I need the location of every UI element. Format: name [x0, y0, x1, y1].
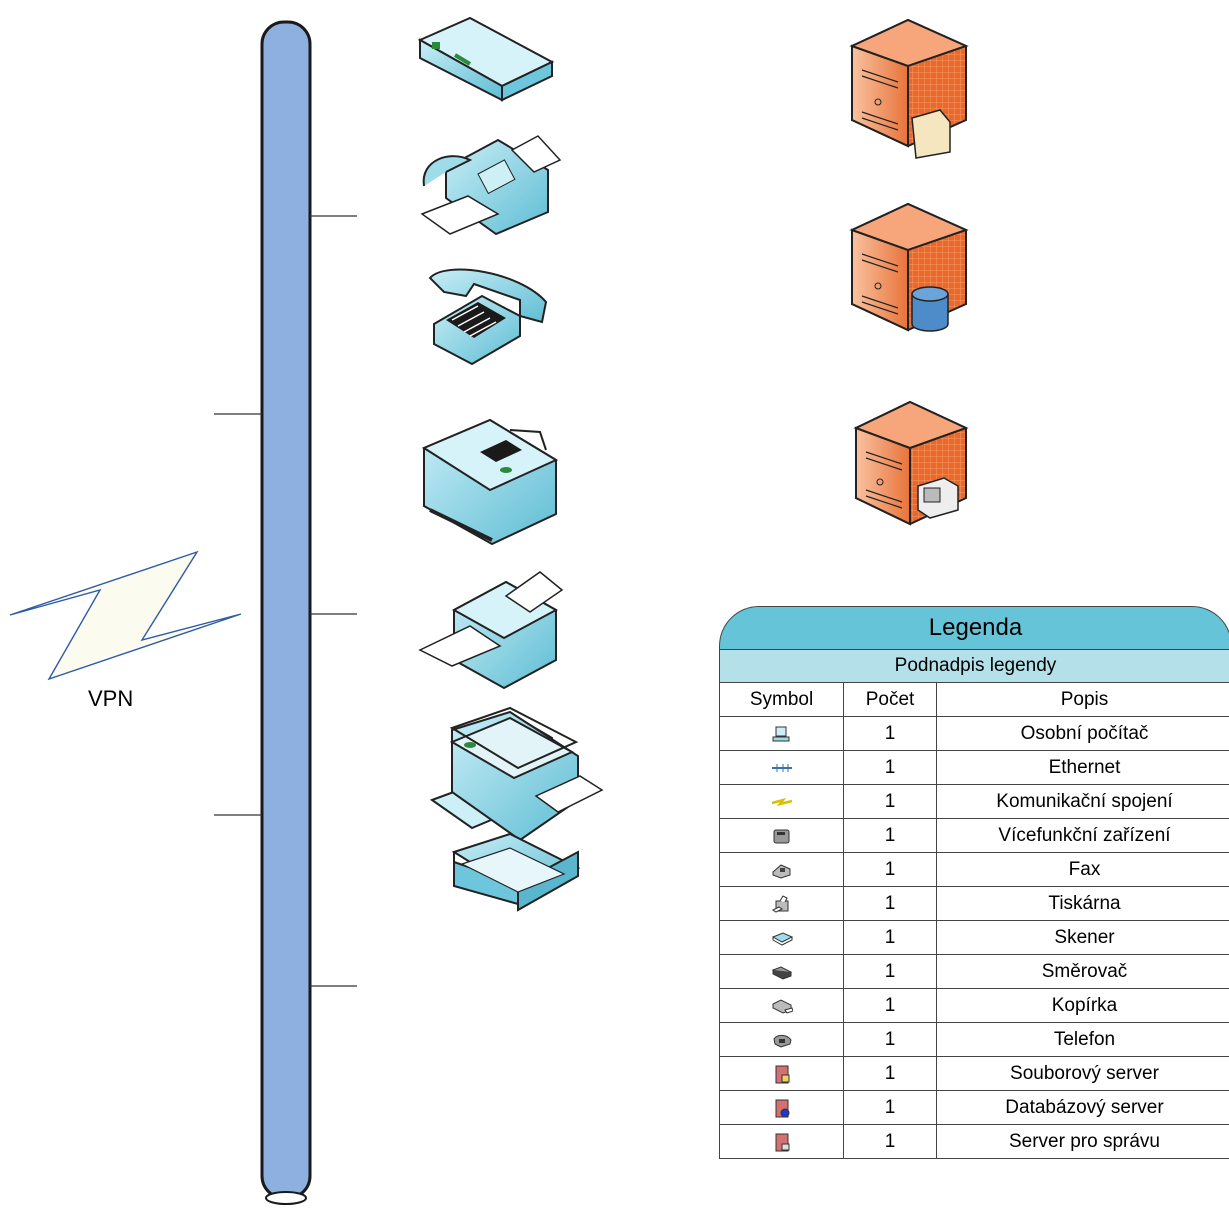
legend-count-cell: 1 [843, 1056, 937, 1091]
telephone-icon [428, 268, 548, 366]
legend-description-cell: Kopírka [936, 988, 1229, 1023]
management-server-icon [775, 1133, 789, 1151]
legend-symbol-cell [719, 750, 844, 785]
legend-symbol-cell [719, 784, 844, 819]
legend-description-cell: Souborový server [936, 1056, 1229, 1091]
legend-count-cell: 1 [843, 886, 937, 921]
vpn-lightning-icon [9, 550, 242, 681]
legend-description-cell: Fax [936, 852, 1229, 887]
ethernet-backbone [260, 20, 312, 1205]
file-server-icon [775, 1065, 789, 1083]
vpn-label: VPN [88, 686, 134, 711]
legend-header-symbol: Symbol [719, 682, 844, 717]
legend-description-cell: Komunikační spojení [936, 784, 1229, 819]
legend-symbol-cell [719, 988, 844, 1023]
legend-count-cell: 1 [843, 784, 937, 819]
legend-symbol-cell [719, 1022, 844, 1057]
legend-symbol-cell [719, 852, 844, 887]
legend-count-cell: 1 [843, 852, 937, 887]
legend-description-cell: Skener [936, 920, 1229, 955]
legend-symbol-cell [719, 920, 844, 955]
legend-symbol-cell [719, 1056, 844, 1091]
legend-symbol-cell [719, 716, 844, 751]
legend-symbol-cell [719, 1090, 844, 1125]
database-server-icon [775, 1099, 789, 1117]
legend: Legenda Podnadpis legendy Symbol Počet P… [719, 606, 1229, 1159]
printer-icon [418, 571, 564, 690]
router-icon [417, 16, 555, 102]
legend-description-cell: Vícefunkční zařízení [936, 818, 1229, 853]
management-server-icon [853, 400, 969, 526]
legend-description-cell: Telefon [936, 1022, 1229, 1057]
personal-computer-icon [772, 726, 789, 741]
legend-symbol-cell [719, 954, 844, 989]
legend-count-cell: 1 [843, 988, 937, 1023]
legend-subtitle: Podnadpis legendy [719, 649, 1229, 682]
file-server-icon [849, 18, 969, 159]
database-server-icon [849, 202, 969, 332]
legend-description-cell: Směrovač [936, 954, 1229, 989]
legend-description-cell: Tiskárna [936, 886, 1229, 921]
legend-description-cell: Databázový server [936, 1090, 1229, 1125]
legend-description-cell: Ethernet [936, 750, 1229, 785]
ethernet-icon [771, 763, 792, 772]
scanner-icon [451, 832, 581, 912]
multifunction-device-icon [773, 829, 789, 843]
legend-symbol-cell [719, 1124, 844, 1159]
legend-description-cell: Osobní počítač [936, 716, 1229, 751]
scanner-icon [771, 931, 793, 946]
fax-icon [420, 135, 562, 236]
legend-count-cell: 1 [843, 750, 937, 785]
copier-icon [772, 998, 793, 1014]
legend-count-cell: 1 [843, 920, 937, 955]
legend-count-cell: 1 [843, 818, 937, 853]
telephone-icon [772, 1034, 792, 1048]
legend-count-cell: 1 [843, 1124, 937, 1159]
backbone-connectors [214, 215, 357, 987]
legend-description-cell: Server pro správu [936, 1124, 1229, 1159]
fax-icon [772, 863, 790, 879]
legend-count-cell: 1 [843, 716, 937, 751]
router-icon [771, 965, 792, 980]
legend-count-cell: 1 [843, 954, 937, 989]
printer-icon [771, 894, 788, 913]
legend-symbol-cell [719, 818, 844, 853]
legend-symbol-cell [719, 886, 844, 921]
legend-header-row: Symbol Počet Popis [719, 682, 1229, 717]
multifunction-device-icon [421, 418, 559, 546]
legend-title: Legenda [719, 606, 1229, 649]
legend-count-cell: 1 [843, 1090, 937, 1125]
legend-header-description: Popis [936, 682, 1229, 717]
legend-header-count: Počet [843, 682, 937, 717]
communication-link-icon [771, 797, 792, 806]
legend-count-cell: 1 [843, 1022, 937, 1057]
copier-icon [449, 706, 604, 842]
